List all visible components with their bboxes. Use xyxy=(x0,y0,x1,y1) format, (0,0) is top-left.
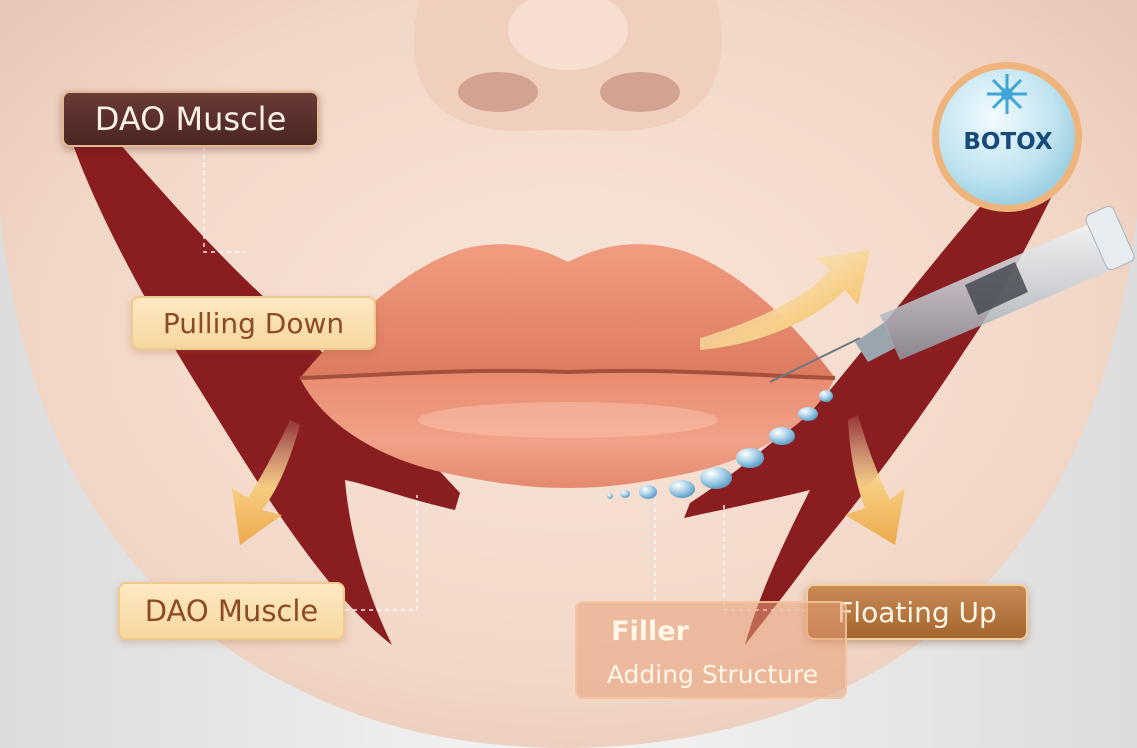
arrow-down-right xyxy=(845,415,905,545)
arrow-down-left xyxy=(232,420,300,545)
filler-label-subtitle: Adding Structure xyxy=(606,659,819,689)
dao-muscle-left xyxy=(72,142,460,645)
arrow-up-right xyxy=(700,250,870,350)
nose xyxy=(413,0,723,131)
filler-droplets xyxy=(607,390,833,499)
syringe xyxy=(769,205,1135,383)
botox-label: BOTOX xyxy=(963,129,1053,155)
dao-muscle-label-bottom: DAO Muscle xyxy=(118,582,345,640)
dao-muscle-label-top: DAO Muscle xyxy=(62,91,319,147)
lips xyxy=(299,244,836,488)
botox-badge xyxy=(932,62,1082,212)
filler-label-title: Filler xyxy=(611,615,689,647)
pulling-down-label: Pulling Down xyxy=(131,296,376,350)
filler-label-box xyxy=(575,601,847,699)
